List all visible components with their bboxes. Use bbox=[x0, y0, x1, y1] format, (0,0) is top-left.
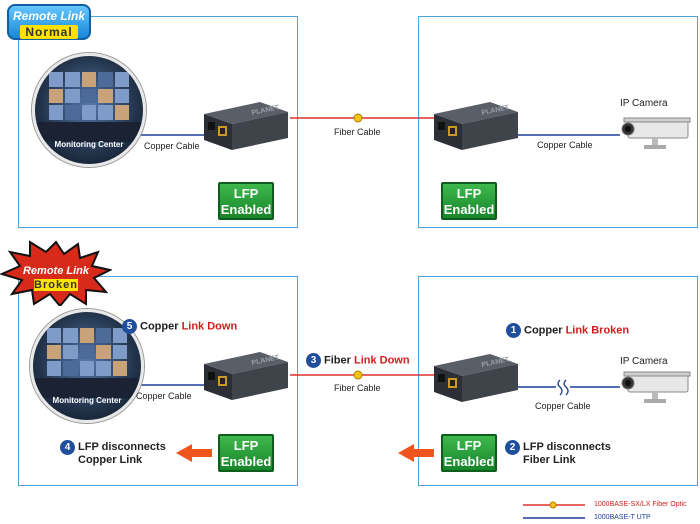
step-text: Copper bbox=[140, 320, 179, 333]
legend-fiber-label: 1000BASE-SX/LX Fiber Optic bbox=[594, 501, 687, 508]
monitoring-center-label: Monitoring Center bbox=[54, 140, 124, 149]
top-left-copper-label: Copper Cable bbox=[144, 141, 200, 151]
top-fiber-label: Fiber Cable bbox=[334, 127, 381, 137]
badge-title: Remote Link bbox=[12, 9, 85, 23]
lfp-title: LFP bbox=[456, 186, 482, 201]
bottom-monitoring-center-image: Monitoring Center bbox=[30, 309, 144, 423]
top-left-lfp-badge: LFP Enabled bbox=[218, 182, 274, 220]
step-alert-text: Link Broken bbox=[565, 324, 630, 337]
legend-fiber-connector-icon bbox=[549, 501, 557, 509]
lfp-status: Enabled bbox=[443, 454, 495, 469]
top-left-media-converter-icon: PLANET bbox=[204, 102, 288, 150]
legend-utp-label: 1000BASE-T UTP bbox=[594, 514, 651, 521]
step-alert-text: Link Down bbox=[353, 354, 410, 367]
lfp-status: Enabled bbox=[220, 202, 272, 217]
step-text: Copper bbox=[524, 324, 563, 337]
cable-break-icon bbox=[557, 379, 569, 396]
top-right-copper-label: Copper Cable bbox=[537, 140, 593, 150]
top-right-lfp-badge: LFP Enabled bbox=[441, 182, 497, 220]
top-right-media-converter-icon: PLANET bbox=[434, 102, 518, 150]
bottom-fiber-connector-icon bbox=[353, 370, 363, 380]
broken-badge-status: Broken bbox=[34, 279, 78, 291]
bottom-ip-camera-icon bbox=[621, 371, 691, 403]
lfp-title: LFP bbox=[456, 438, 482, 453]
lfp-title: LFP bbox=[233, 186, 259, 201]
top-fiber-connector-icon bbox=[353, 113, 363, 123]
bottom-left-copper-label: Copper Cable bbox=[136, 391, 192, 401]
bottom-left-lfp-badge: LFP Enabled bbox=[218, 434, 274, 472]
top-monitoring-center-image: Monitoring Center bbox=[32, 53, 146, 167]
left-arrow-icon bbox=[176, 444, 212, 462]
lfp-status: Enabled bbox=[220, 454, 272, 469]
step-number-badge: 3 bbox=[306, 353, 321, 368]
top-ip-camera-icon bbox=[621, 117, 691, 149]
lfp-status: Enabled bbox=[443, 202, 495, 217]
step-4-lfp-disconnects-copper: 4 LFP disconnects Copper Link bbox=[60, 440, 180, 470]
step-number-badge: 2 bbox=[505, 440, 520, 455]
monitoring-center-label: Monitoring Center bbox=[52, 396, 122, 405]
step-line-2: Copper Link bbox=[78, 454, 143, 466]
step-line-1: LFP disconnects bbox=[523, 441, 611, 453]
step-number-badge: 5 bbox=[122, 319, 137, 334]
step-number-badge: 4 bbox=[60, 440, 75, 455]
remote-link-broken-burst-icon bbox=[0, 240, 112, 306]
step-line-1: LFP disconnects bbox=[78, 441, 166, 453]
bottom-fiber-label: Fiber Cable bbox=[334, 383, 381, 393]
bottom-right-media-converter-icon: PLANET bbox=[434, 354, 518, 402]
step-2-lfp-disconnects-fiber: 2 LFP disconnects Fiber Link bbox=[505, 440, 625, 470]
step-number-badge: 1 bbox=[506, 323, 521, 338]
lfp-title: LFP bbox=[233, 438, 259, 453]
bottom-left-media-converter-icon: PLANET bbox=[204, 352, 288, 400]
step-text: Fiber bbox=[324, 354, 351, 367]
badge-status: Normal bbox=[20, 25, 78, 39]
top-ip-camera-label: IP Camera bbox=[620, 98, 668, 109]
bottom-ip-camera-label: IP Camera bbox=[620, 356, 668, 367]
step-alert-text: Link Down bbox=[181, 320, 238, 333]
right-arrow-icon bbox=[398, 444, 434, 462]
broken-badge-title: Remote Link bbox=[22, 265, 89, 277]
remote-link-normal-badge: Remote Link Normal bbox=[7, 4, 91, 40]
bottom-right-copper-label: Copper Cable bbox=[535, 401, 591, 411]
step-line-2: Fiber Link bbox=[523, 454, 576, 466]
bottom-right-lfp-badge: LFP Enabled bbox=[441, 434, 497, 472]
